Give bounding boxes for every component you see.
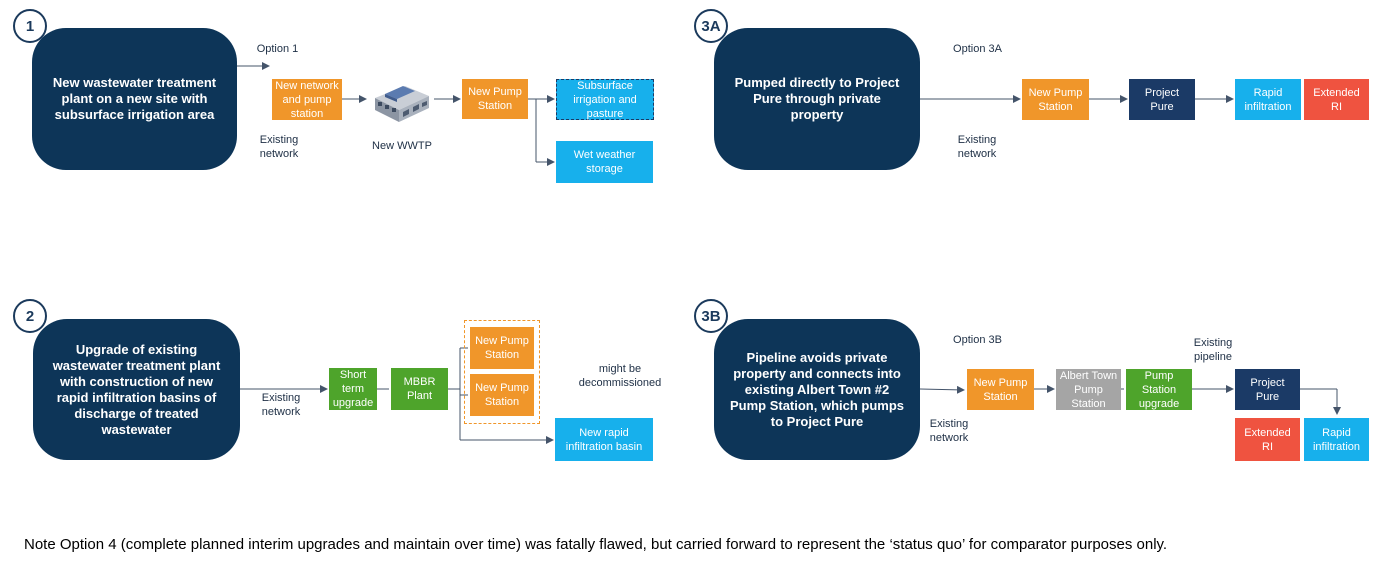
new-rapid-infiltration-basin-box: New rapid infiltration basin — [555, 418, 653, 461]
option-3a-rapid-infiltration-box: Rapid infiltration — [1235, 79, 1301, 120]
short-term-upgrade-box: Short term upgrade — [329, 368, 377, 410]
option-3a-title-box: Pumped directly to Project Pure through … — [714, 28, 920, 170]
option-1-pump-station-box: New Pump Station — [462, 79, 528, 119]
pump-station-upgrade-box: Pump Station upgrade — [1126, 369, 1192, 410]
albert-town-pump-station-box: Albert Town Pump Station — [1056, 369, 1121, 410]
option-3b-project-pure-box: Project Pure — [1235, 369, 1300, 410]
option-2-pump-station-2-box: New Pump Station — [470, 374, 534, 416]
option-1-label: Option 1 — [256, 43, 299, 55]
option-1-existing-network-label: Existing network — [259, 134, 299, 160]
subsurface-irrigation-box: Subsurface irrigation and pasture — [556, 79, 654, 120]
option-3b-rapid-infiltration-box: Rapid infiltration — [1304, 418, 1369, 461]
option-3a-project-pure-box: Project Pure — [1129, 79, 1195, 120]
footnote: Note Option 4 (complete planned interim … — [24, 536, 1168, 553]
decommission-label: might be decommissioned — [578, 363, 662, 389]
option-3a-label: Option 3A — [953, 43, 1002, 55]
option-3a-extended-ri-box: Extended RI — [1304, 79, 1369, 120]
option-2-existing-network-label: Existing network — [261, 392, 301, 418]
option-2-badge: 2 — [13, 299, 47, 333]
option-3b-extended-ri-box: Extended RI — [1235, 418, 1300, 461]
option-3a-badge: 3A — [694, 9, 728, 43]
option-1-title-box: New wastewater treatment plant on a new … — [32, 28, 237, 170]
wet-weather-storage-box: Wet weather storage — [556, 141, 653, 183]
existing-pipeline-label: Existing pipeline — [1193, 337, 1233, 363]
mbbr-plant-box: MBBR Plant — [391, 368, 448, 410]
option-2-pump-station-1-box: New Pump Station — [470, 327, 534, 369]
option-1-new-network-box: New network and pump station — [272, 79, 342, 120]
option-3b-badge: 3B — [694, 299, 728, 333]
option-3b-label: Option 3B — [953, 334, 1002, 346]
decommission-frame — [464, 320, 540, 424]
option-2-title-box: Upgrade of existing wastewater treatment… — [33, 319, 240, 460]
option-3b-pump-station-box: New Pump Station — [967, 369, 1034, 410]
wwtp-building-icon — [369, 76, 433, 124]
option-3a-pump-station-box: New Pump Station — [1022, 79, 1089, 120]
option-3b-existing-network-label: Existing network — [929, 418, 969, 444]
wwtp-label: New WWTP — [372, 140, 432, 152]
option-3b-title-box: Pipeline avoids private property and con… — [714, 319, 920, 460]
option-3a-existing-network-label: Existing network — [957, 134, 997, 160]
option-1-badge: 1 — [13, 9, 47, 43]
